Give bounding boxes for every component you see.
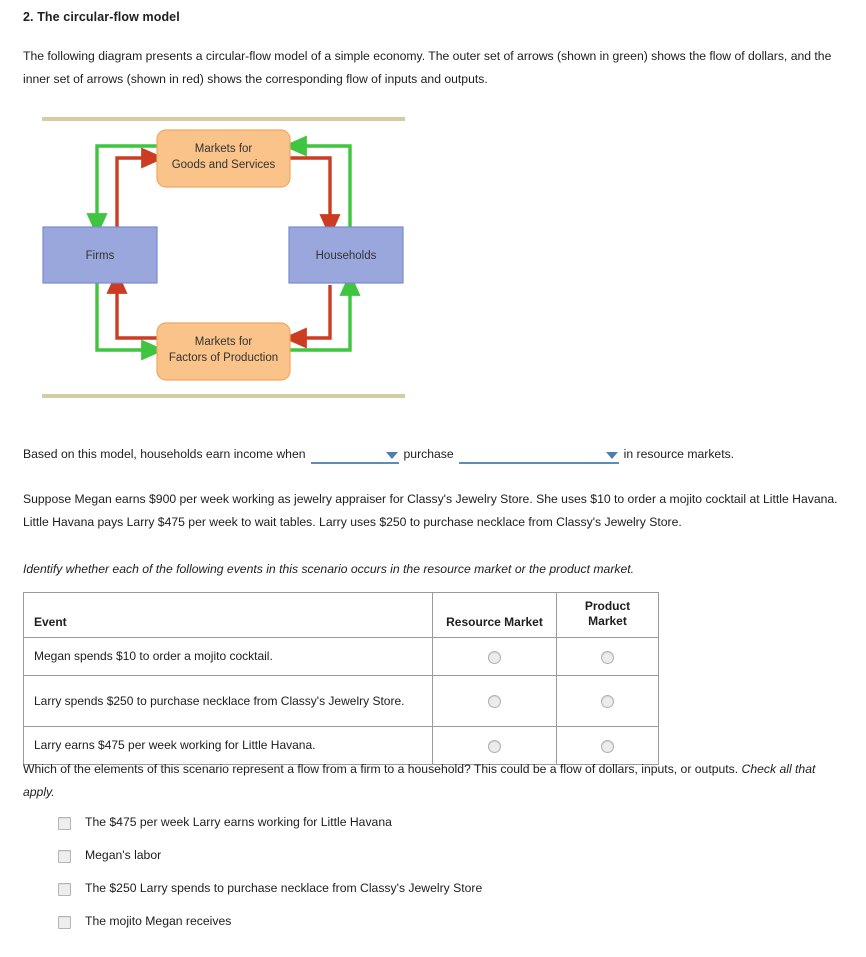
column-header-product-market: Product Market xyxy=(556,592,659,638)
checkbox-option-3[interactable] xyxy=(58,883,71,896)
checkbox-prompt-text: Which of the elements of this scenario r… xyxy=(23,762,739,776)
scenario-line-1: Suppose Megan earns $900 per week workin… xyxy=(23,492,838,506)
red-arrow-firms-to-goods-market xyxy=(115,147,165,227)
table-row: Larry spends $250 to purchase necklace f… xyxy=(23,675,659,727)
page-title: 2. The circular-flow model xyxy=(23,10,180,24)
list-item[interactable]: Megan's labor xyxy=(58,846,758,879)
green-arrow-goods-market-to-firms xyxy=(86,144,157,237)
product-market-cell[interactable] xyxy=(556,726,659,765)
checkbox-option-4[interactable] xyxy=(58,916,71,929)
goods-market-label-line2: Goods and Services xyxy=(172,159,276,171)
radio-resource-market-row-1[interactable] xyxy=(488,650,501,664)
event-label: Megan spends $10 to order a mojito cockt… xyxy=(23,637,433,676)
red-arrow-households-to-factors-market xyxy=(283,285,332,349)
table-row: Megan spends $10 to order a mojito cockt… xyxy=(23,637,659,676)
fill-in-prefix: Based on this model, households earn inc… xyxy=(23,447,306,461)
radio-product-market-row-3[interactable] xyxy=(601,739,614,753)
column-header-product-market-line2: Market xyxy=(588,614,627,628)
checkbox-prompt-italic: Check all that apply. xyxy=(23,762,816,799)
red-arrow-goods-market-to-households xyxy=(290,156,341,238)
list-item[interactable]: The $475 per week Larry earns working fo… xyxy=(58,813,758,846)
table-header-row: Event Resource Market Product Market xyxy=(23,592,659,638)
dropdown-2[interactable] xyxy=(458,445,619,464)
table-body: Megan spends $10 to order a mojito cockt… xyxy=(23,637,659,765)
diagram-bottom-rule xyxy=(42,394,405,398)
chevron-down-icon xyxy=(385,452,398,459)
factors-market-box: Markets for Factors of Production xyxy=(156,322,291,381)
product-market-cell[interactable] xyxy=(556,637,659,676)
factors-market-label-line1: Markets for xyxy=(195,336,253,348)
radio-product-market-row-2[interactable] xyxy=(601,695,614,709)
event-market-table-wrapper: Event Resource Market Product Market Meg… xyxy=(23,592,659,765)
radio-resource-market-row-3[interactable] xyxy=(488,739,501,753)
list-item[interactable]: The $250 Larry spends to purchase neckla… xyxy=(58,879,758,912)
firms-box: Firms xyxy=(42,226,158,284)
diagram-top-rule xyxy=(42,117,405,121)
dropdown-1[interactable] xyxy=(310,445,399,464)
green-arrow-households-to-goods-market xyxy=(283,135,352,227)
checkbox-option-2-label: Megan's labor xyxy=(85,848,162,862)
scenario-paragraph: Suppose Megan earns $900 per week workin… xyxy=(23,488,848,534)
event-label: Larry earns $475 per week working for Li… xyxy=(23,726,433,765)
checkbox-question-prompt: Which of the elements of this scenario r… xyxy=(23,758,841,804)
fill-in-suffix: in resource markets. xyxy=(623,447,735,461)
event-market-table: Event Resource Market Product Market Meg… xyxy=(23,592,659,765)
radio-product-market-row-1[interactable] xyxy=(601,650,614,664)
factors-market-label-line2: Factors of Production xyxy=(169,352,278,364)
households-label: Households xyxy=(316,250,377,262)
checkbox-option-1[interactable] xyxy=(58,817,71,830)
column-header-resource-market: Resource Market xyxy=(432,592,557,638)
goods-market-label-line1: Markets for xyxy=(195,143,253,155)
checkbox-option-list: The $475 per week Larry earns working fo… xyxy=(58,813,758,945)
red-arrow-factors-market-to-firms xyxy=(106,270,157,340)
checkbox-option-4-label: The mojito Megan receives xyxy=(85,914,232,928)
fill-in-middle: purchase xyxy=(403,447,454,461)
radio-resource-market-row-2[interactable] xyxy=(488,695,501,709)
green-arrow-firms-to-factors-market xyxy=(95,281,165,361)
table-instruction: Identify whether each of the following e… xyxy=(23,562,635,576)
resource-market-cell[interactable] xyxy=(432,675,557,727)
table-row: Larry earns $475 per week working for Li… xyxy=(23,726,659,765)
firms-label: Firms xyxy=(86,250,115,262)
fill-in-sentence: Based on this model, households earn inc… xyxy=(23,444,734,464)
resource-market-cell[interactable] xyxy=(432,726,557,765)
column-header-product-market-line1: Product xyxy=(584,599,631,613)
checkbox-option-3-label: The $250 Larry spends to purchase neckla… xyxy=(85,881,483,895)
checkbox-option-2[interactable] xyxy=(58,850,71,863)
event-label: Larry spends $250 to purchase necklace f… xyxy=(23,675,433,727)
households-box: Households xyxy=(288,226,404,284)
goods-market-box: Markets for Goods and Services xyxy=(156,129,291,188)
resource-market-cell[interactable] xyxy=(432,637,557,676)
checkbox-option-1-label: The $475 per week Larry earns working fo… xyxy=(85,815,392,829)
circular-flow-diagram: Markets for Goods and Services Firms Hou… xyxy=(0,105,430,405)
list-item[interactable]: The mojito Megan receives xyxy=(58,912,758,945)
green-arrow-factors-market-to-households xyxy=(290,272,361,352)
product-market-cell[interactable] xyxy=(556,675,659,727)
table-head: Event Resource Market Product Market xyxy=(23,592,659,638)
column-header-event: Event xyxy=(23,592,433,638)
scenario-line-2: Little Havana pays Larry $475 per week t… xyxy=(23,515,682,529)
intro-paragraph: The following diagram presents a circula… xyxy=(23,49,832,86)
chevron-down-icon xyxy=(605,452,618,459)
